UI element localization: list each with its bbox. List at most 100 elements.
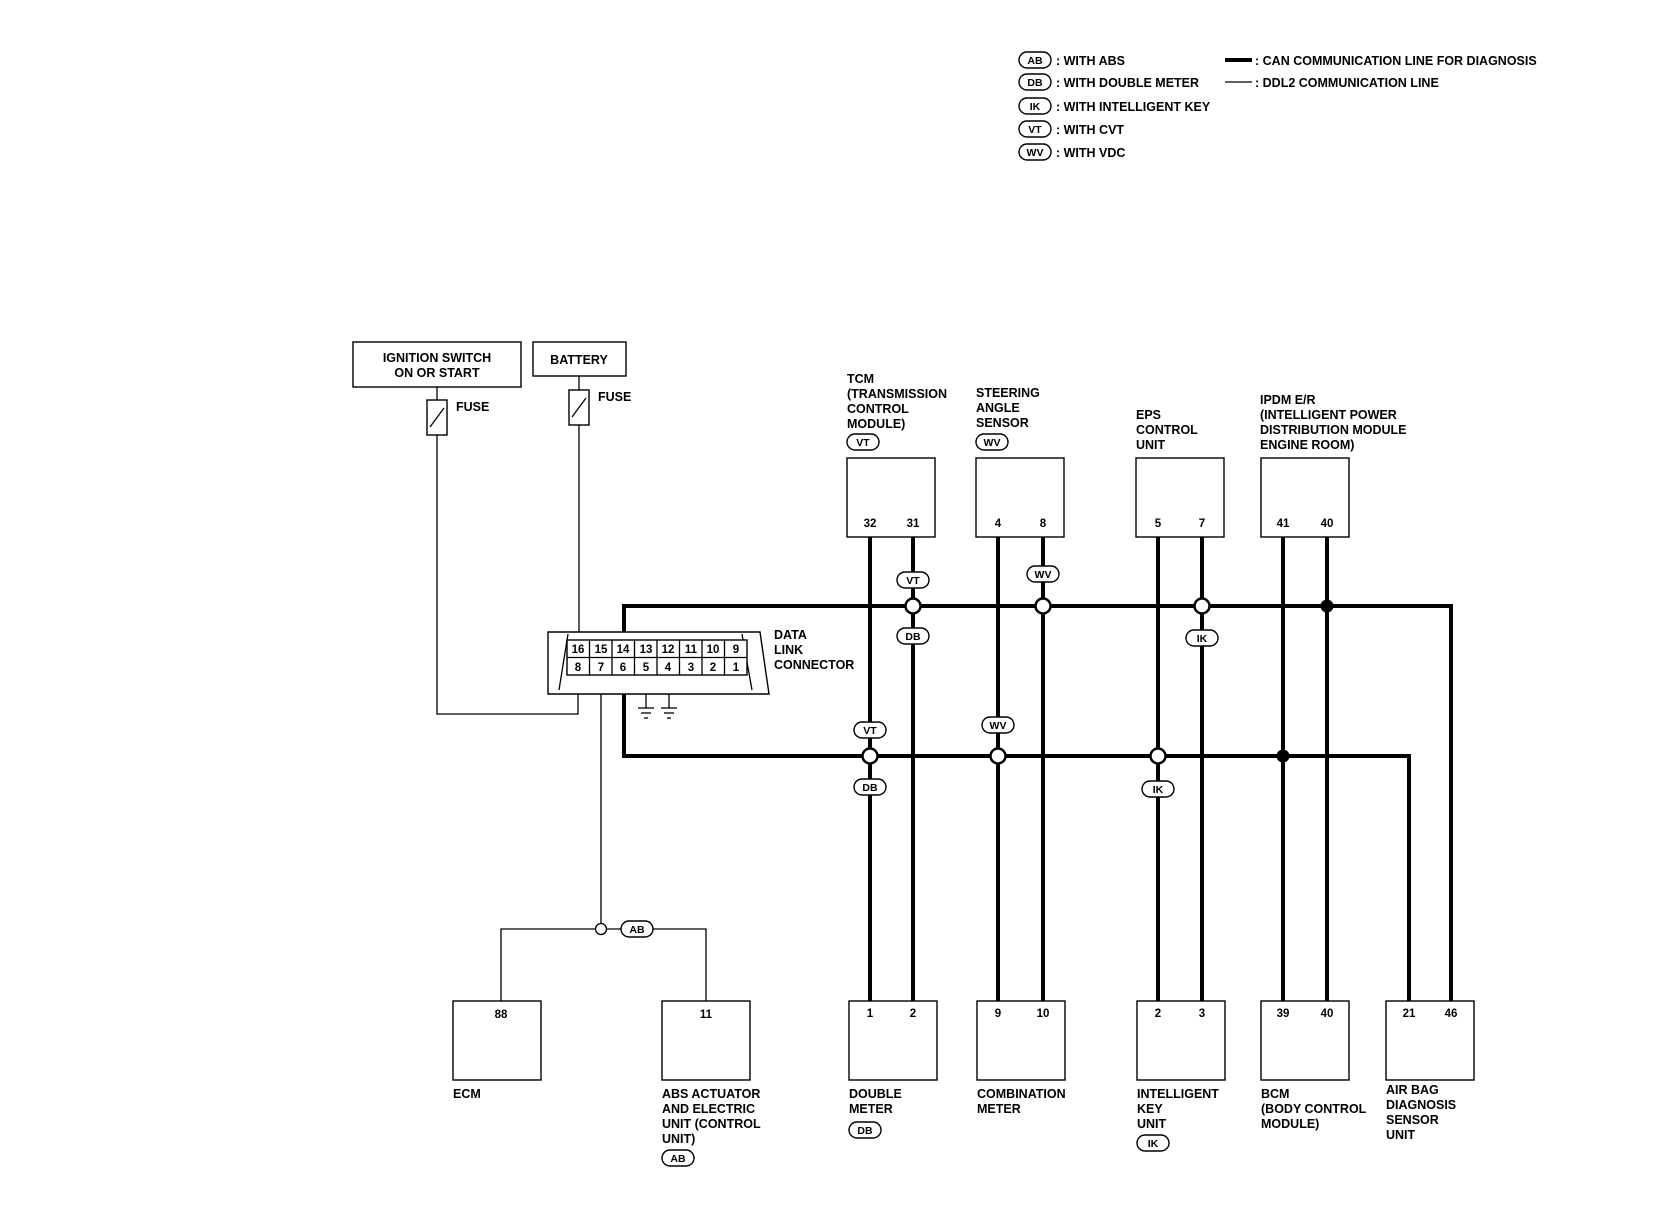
badge-wv-lower: WV xyxy=(981,716,1015,734)
airbag-diagnosis-sensor-unit: 21 46 AIR BAG DIAGNOSIS SENSOR UNIT xyxy=(1385,1000,1475,1142)
bcm-label-line3: MODULE) xyxy=(1261,1117,1319,1131)
legend-text-ik: : WITH INTELLIGENT KEY xyxy=(1056,100,1211,114)
badge-ik-upper: IK xyxy=(1185,629,1219,647)
ignition-switch: IGNITION SWITCH ON OR START xyxy=(352,341,522,388)
badge-ik-lower-text: IK xyxy=(1153,784,1164,796)
badge-db-upper: DB xyxy=(896,627,930,645)
tcm-badge: VT xyxy=(856,437,870,449)
steering-pin-8: 8 xyxy=(1040,518,1047,530)
steering-label-line1: STEERING xyxy=(976,386,1040,400)
dlc-pin-13: 13 xyxy=(640,644,653,656)
bcm-unit: 39 40 BCM (BODY CONTROL MODULE) xyxy=(1260,1000,1367,1131)
fuse-2 xyxy=(568,389,590,426)
bcm-pin-40: 40 xyxy=(1321,1008,1334,1020)
dlc-pin-4: 4 xyxy=(665,662,672,674)
eps-pin-5: 5 xyxy=(1155,518,1162,530)
legend-item-ik: IK : WITH INTELLIGENT KEY xyxy=(1018,97,1211,115)
combination-meter-label-line2: METER xyxy=(977,1102,1021,1116)
intelligent-key-label-line1: INTELLIGENT xyxy=(1137,1087,1219,1101)
legend-code-vt: VT xyxy=(1028,124,1042,136)
legend-line-can: : CAN COMMUNICATION LINE FOR DIAGNOSIS xyxy=(1225,54,1537,68)
ipdm-label-line3: DISTRIBUTION MODULE xyxy=(1260,423,1407,437)
legend-line-can-text: : CAN COMMUNICATION LINE FOR DIAGNOSIS xyxy=(1255,54,1537,68)
double-meter-pin-1: 1 xyxy=(867,1008,874,1020)
tcm-pin-31: 31 xyxy=(907,518,920,530)
fuse-1 xyxy=(426,399,448,436)
ignition-label-line2: ON OR START xyxy=(394,366,480,380)
dlc-pin-14: 14 xyxy=(617,644,630,656)
tcm-label-line3: CONTROL xyxy=(847,402,909,416)
legend: AB : WITH ABS DB : WITH DOUBLE METER IK … xyxy=(1018,51,1537,161)
badge-db-lower-text: DB xyxy=(862,782,878,794)
legend-line-ddl2: : DDL2 COMMUNICATION LINE xyxy=(1225,76,1439,90)
dlc-pin-5: 5 xyxy=(643,662,650,674)
badge-wv-upper: WV xyxy=(1026,565,1060,583)
dlc-pin-11: 11 xyxy=(685,644,698,656)
airbag-pin-21: 21 xyxy=(1403,1008,1416,1020)
abs-label-line3: UNIT (CONTROL xyxy=(662,1117,761,1131)
badge-vt-lower-text: VT xyxy=(863,725,877,737)
eps-control-unit: EPS CONTROL UNIT 5 7 xyxy=(1135,408,1225,538)
double-meter-badge: DB xyxy=(857,1125,873,1137)
badge-db-upper-text: DB xyxy=(905,631,921,643)
dlc-pin-9: 9 xyxy=(733,644,739,656)
badge-vt-upper-text: VT xyxy=(906,575,920,587)
dlc-pin-16: 16 xyxy=(572,644,585,656)
airbag-pin-46: 46 xyxy=(1445,1008,1458,1020)
legend-code-ab: AB xyxy=(1027,55,1043,67)
battery: BATTERY xyxy=(532,341,627,377)
abs-actuator-unit: 11 ABS ACTUATOR AND ELECTRIC UNIT (CONTR… xyxy=(661,1000,761,1167)
steering-angle-sensor-unit: STEERING ANGLE SENSOR WV 4 8 xyxy=(975,386,1065,538)
ipdm-label-line4: ENGINE ROOM) xyxy=(1260,438,1354,452)
eps-label-line2: CONTROL xyxy=(1136,423,1198,437)
abs-label-line2: AND ELECTRIC xyxy=(662,1102,755,1116)
combination-meter-pin-10: 10 xyxy=(1037,1008,1050,1020)
steering-badge: WV xyxy=(984,437,1001,449)
ipdm-pin-41: 41 xyxy=(1277,518,1290,530)
eps-label-line3: UNIT xyxy=(1136,438,1166,452)
legend-code-ik: IK xyxy=(1030,101,1041,113)
intelligent-key-pin-3: 3 xyxy=(1199,1008,1205,1020)
dlc-pin-10: 10 xyxy=(707,644,720,656)
splice-nodes xyxy=(861,597,1334,765)
badge-ab-ddl2: AB xyxy=(620,920,654,938)
bcm-pin-39: 39 xyxy=(1277,1008,1290,1020)
dlc-pin-12: 12 xyxy=(662,644,675,656)
dlc-label-line3: CONNECTOR xyxy=(774,658,854,672)
abs-label-line4: UNIT) xyxy=(662,1132,695,1146)
legend-item-vt: VT : WITH CVT xyxy=(1018,120,1124,138)
bcm-label-line2: (BODY CONTROL xyxy=(1261,1102,1367,1116)
dlc-pin-6: 6 xyxy=(620,662,626,674)
legend-code-db: DB xyxy=(1027,77,1043,89)
abs-pin-11: 11 xyxy=(700,1009,713,1021)
fuse-2-label: FUSE xyxy=(598,390,631,404)
fuse-1-label: FUSE xyxy=(456,400,489,414)
intelligent-key-pin-2: 2 xyxy=(1155,1008,1161,1020)
intelligent-key-label-line3: UNIT xyxy=(1137,1117,1167,1131)
tcm-unit: TCM (TRANSMISSION CONTROL MODULE) VT 32 … xyxy=(846,372,947,538)
legend-item-wv: WV : WITH VDC xyxy=(1018,143,1125,161)
legend-item-ab: AB : WITH ABS xyxy=(1018,51,1125,69)
ipdm-unit: IPDM E/R (INTELLIGENT POWER DISTRIBUTION… xyxy=(1260,393,1407,538)
ecm-pin-88: 88 xyxy=(495,1009,508,1021)
legend-text-wv: : WITH VDC xyxy=(1056,146,1125,160)
legend-text-vt: : WITH CVT xyxy=(1056,123,1124,137)
dlc-pin-7: 7 xyxy=(598,662,604,674)
combination-meter-pin-9: 9 xyxy=(995,1008,1001,1020)
airbag-label-line1: AIR BAG xyxy=(1386,1083,1439,1097)
double-meter-label-line2: METER xyxy=(849,1102,893,1116)
airbag-label-line2: DIAGNOSIS xyxy=(1386,1098,1456,1112)
ipdm-label-line1: IPDM E/R xyxy=(1260,393,1316,407)
dlc-label-line1: DATA xyxy=(774,628,807,642)
tcm-label-line1: TCM xyxy=(847,372,874,386)
combination-meter-label-line1: COMBINATION xyxy=(977,1087,1066,1101)
dlc-label-line2: LINK xyxy=(774,643,803,657)
intelligent-key-badge: IK xyxy=(1148,1138,1159,1150)
ipdm-pin-40: 40 xyxy=(1321,518,1334,530)
legend-text-db: : WITH DOUBLE METER xyxy=(1056,76,1199,90)
badge-ik-lower: IK xyxy=(1141,780,1175,798)
dlc-pin-3: 3 xyxy=(688,662,694,674)
steering-label-line2: ANGLE xyxy=(976,401,1020,415)
ignition-label-line1: IGNITION SWITCH xyxy=(383,351,491,365)
